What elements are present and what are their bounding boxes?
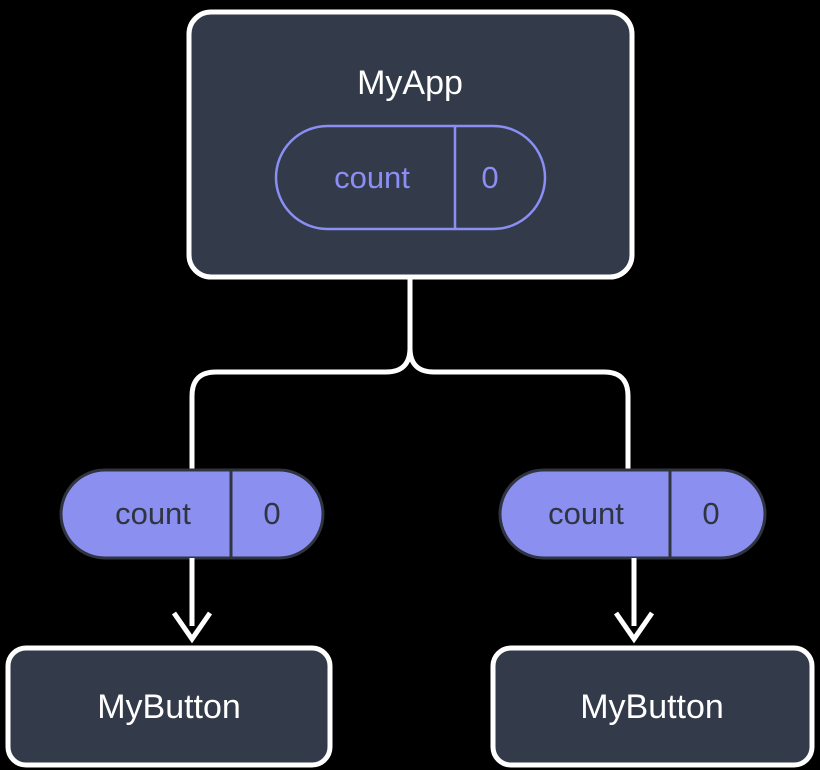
mybutton-right-box[interactable] <box>490 645 815 768</box>
myapp-pill-outline <box>274 124 547 231</box>
edge-pill-right-to-mybutton-right <box>613 558 655 644</box>
node-pill-left[interactable]: count 0 <box>59 468 325 560</box>
edge-pill-left-to-mybutton-left <box>171 558 213 644</box>
arrow-right-head <box>613 611 655 644</box>
myapp-label: MyApp <box>357 64 463 102</box>
mybutton-left-box[interactable] <box>5 645 333 768</box>
node-mybutton-right[interactable]: MyButton <box>490 645 815 768</box>
pill-right-value: 0 <box>702 496 719 531</box>
mybutton-left-label: MyButton <box>97 688 241 726</box>
myapp-pill-key: count <box>334 160 410 195</box>
pill-right-shape[interactable] <box>498 468 767 560</box>
myapp-box[interactable] <box>186 9 635 280</box>
pill-left-value: 0 <box>263 496 280 531</box>
pill-left-shape[interactable] <box>59 468 325 560</box>
pill-left-key: count <box>115 496 191 531</box>
arrow-left-head <box>171 611 213 644</box>
myapp-pill-value: 0 <box>481 160 498 195</box>
node-pill-right[interactable]: count 0 <box>498 468 767 560</box>
connector-branch-right <box>407 345 631 473</box>
connector-branch-left <box>189 345 413 473</box>
edge-myapp-to-children <box>189 277 631 473</box>
pill-right-key: count <box>548 496 624 531</box>
mybutton-right-label: MyButton <box>580 688 724 726</box>
node-mybutton-left[interactable]: MyButton <box>5 645 333 768</box>
node-myapp[interactable]: MyApp count 0 <box>186 9 635 280</box>
myapp-state-pill[interactable]: count 0 <box>274 124 547 231</box>
